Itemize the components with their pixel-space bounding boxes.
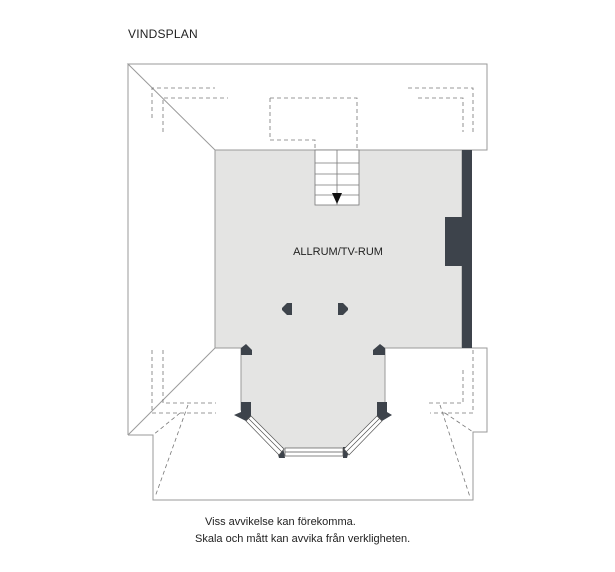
pillar xyxy=(241,344,252,355)
disclaimer-line-1: Viss avvikelse kan förekomma. xyxy=(205,516,356,528)
pillar xyxy=(282,303,292,315)
dashed-roof-lines xyxy=(151,87,474,498)
disclaimer-line-2: Skala och mått kan avvika från verklighe… xyxy=(195,533,411,545)
pillar xyxy=(373,344,385,355)
plan-title: VINDSPLAN xyxy=(128,27,198,41)
pillar xyxy=(338,303,348,315)
bottom-outline xyxy=(128,347,488,501)
stair-down-arrow-icon xyxy=(332,193,342,204)
chimney xyxy=(445,217,463,266)
diagonal-bottom-left xyxy=(127,347,216,436)
walls xyxy=(234,150,472,458)
roof-outline xyxy=(126,63,488,151)
room-label: ALLRUM/TV-RUM xyxy=(293,246,383,258)
bay-windows xyxy=(245,415,383,457)
